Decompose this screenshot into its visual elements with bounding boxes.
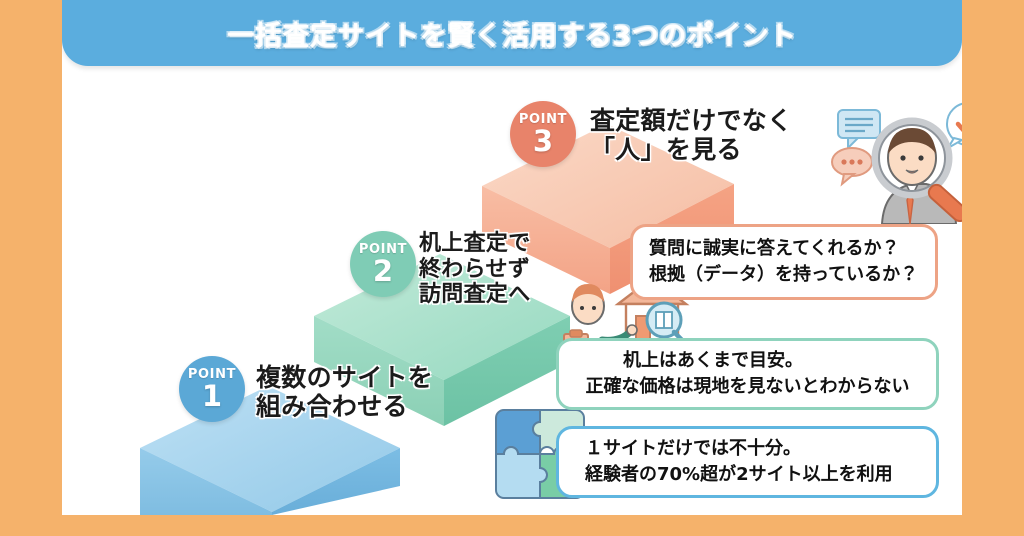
point-badge-3-number: 3 — [532, 123, 554, 158]
step-label-3: 査定額だけでなく 「人」を見る — [590, 106, 793, 164]
title-bar: 一括査定サイトを賢く活用する3つのポイント — [62, 0, 962, 66]
point-badge-1-number: 1 — [201, 378, 223, 413]
point-badge-2-number: 2 — [372, 253, 394, 288]
callout-point3-line-2: 根拠（データ）を持っているか？ — [649, 264, 919, 285]
callout-point2-line-1: 机上はあくまで目安。 — [623, 350, 803, 372]
magnifier-icon — [871, 117, 962, 223]
callout-point1: １サイトだけでは不十分。 経験者の70%超が2サイト以上を利用 — [556, 426, 939, 498]
check-bubble-icon — [945, 102, 962, 151]
callout-point1-line-2: 経験者の70%超が2サイト以上を利用 — [585, 464, 893, 485]
callout-point3-line-1: 質問に誠実に答えてくれるか？ — [649, 238, 900, 260]
house-magnifier-icon — [645, 301, 689, 347]
point-badge-2[interactable]: POINT 2 — [350, 231, 416, 297]
infographic-canvas: 一括査定サイトを賢く活用する3つのポイント — [62, 0, 962, 515]
step-label-2: 机上査定で 終わらせず 訪問査定へ — [419, 231, 531, 308]
page-title: 一括査定サイトを賢く活用する3つのポイント — [227, 20, 797, 52]
person-through-magnifier-illustration — [828, 96, 962, 225]
point-badge-3-word: POINT — [518, 111, 568, 127]
callout-point1-line-1: １サイトだけでは不十分。 — [585, 438, 801, 460]
step-label-1: 複数のサイトを 組み合わせる — [256, 363, 434, 421]
chat-bubble-icon — [837, 109, 881, 151]
callout-point2: 机上はあくまで目安。 正確な価格は現地を見ないとわからない — [556, 338, 939, 410]
ellipsis-bubble-icon — [831, 147, 873, 187]
point-badge-3[interactable]: POINT 3 — [510, 101, 576, 167]
point-badge-2-word: POINT — [358, 241, 408, 257]
point-badge-1[interactable]: POINT 1 — [179, 356, 245, 422]
callout-point2-line-2: 正確な価格は現地を見ないとわからない — [585, 376, 910, 397]
callout-point3: 質問に誠実に答えてくれるか？ 根拠（データ）を持っているか？ — [630, 224, 938, 300]
point-badge-1-word: POINT — [187, 366, 237, 382]
